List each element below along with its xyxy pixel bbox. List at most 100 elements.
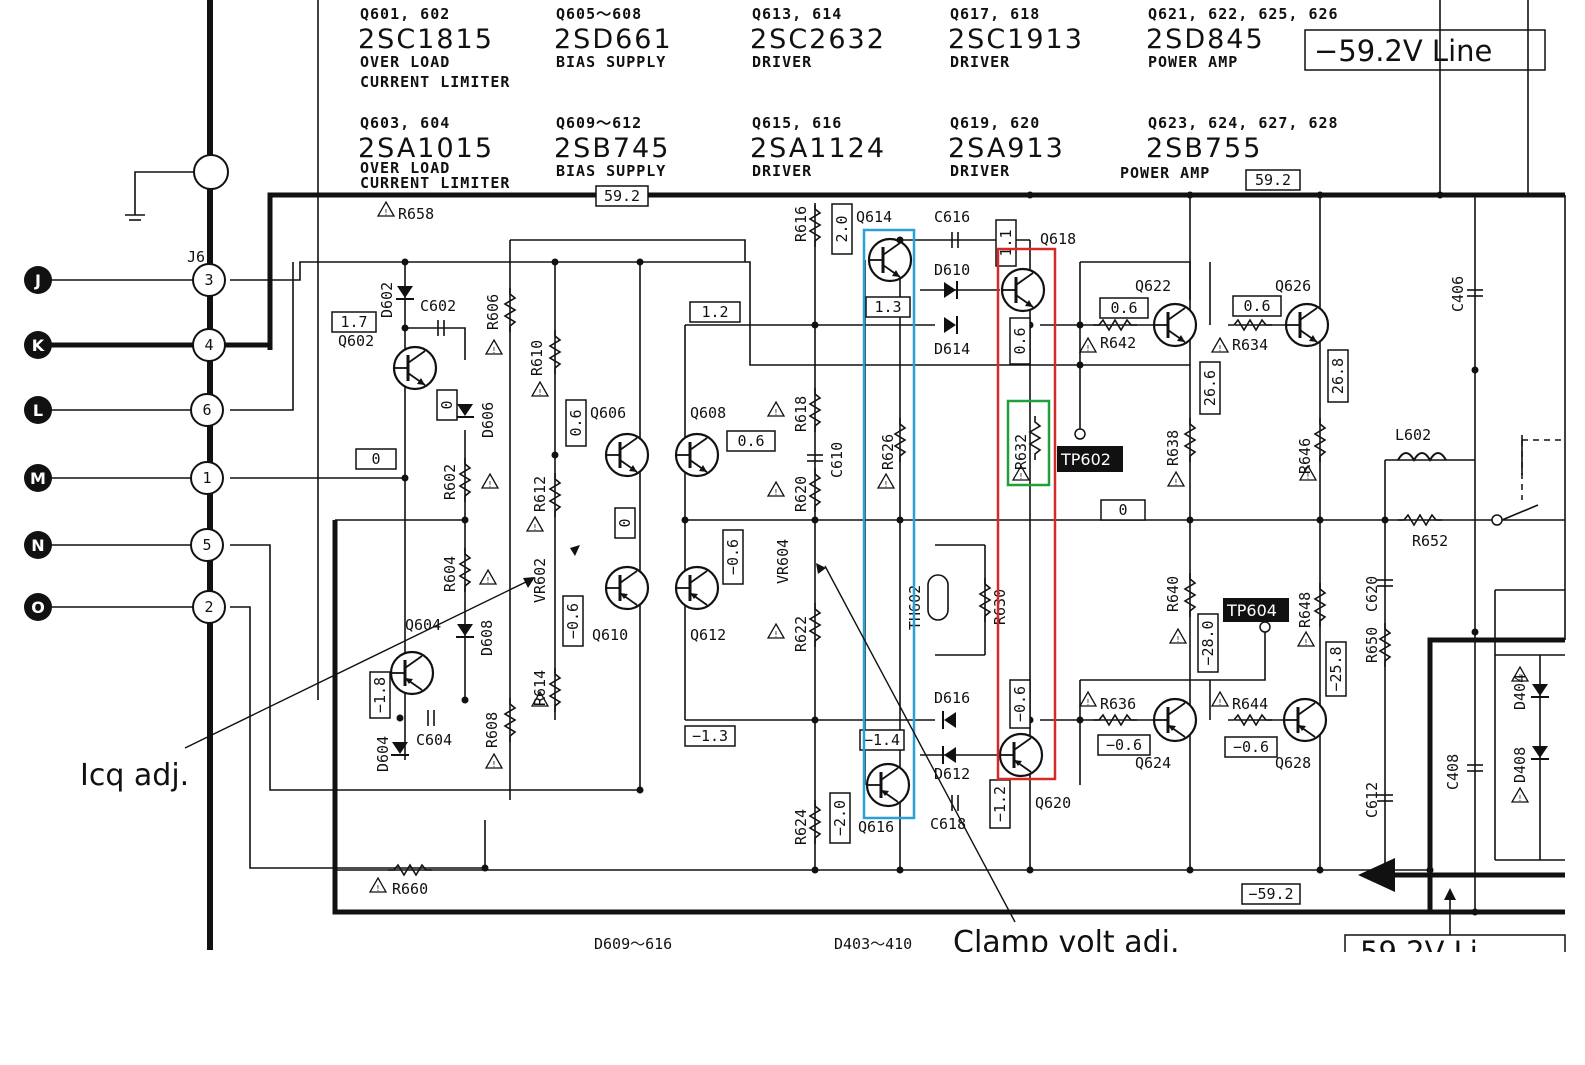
connector-o: O 2 <box>24 590 226 624</box>
transistor-table: Q601, 602 2SC1815 OVER LOAD CURRENT LIMI… <box>358 5 1339 192</box>
svg-text:4: 4 <box>204 336 213 354</box>
svg-text:R618: R618 <box>792 396 810 432</box>
svg-text:−59.2: −59.2 <box>1248 885 1293 903</box>
transistor-q604 <box>389 650 435 696</box>
svg-text:R626: R626 <box>879 434 897 470</box>
connector-n: N 5 <box>24 528 224 562</box>
svg-text:Q624: Q624 <box>1135 754 1171 772</box>
svg-text:0: 0 <box>371 450 380 468</box>
svg-text:C408: C408 <box>1444 754 1462 790</box>
tt-refs-5: Q603, 604 <box>360 114 450 132</box>
svg-text:C406: C406 <box>1449 276 1467 312</box>
tt-refs-9: Q623, 624, 627, 628 <box>1148 114 1339 132</box>
svg-text:1.2: 1.2 <box>701 303 728 321</box>
tt-role-7: DRIVER <box>752 162 812 180</box>
connector-j: J 3 <box>24 263 226 297</box>
diode-d404 <box>1530 683 1550 698</box>
highlight-blue-box <box>862 228 916 820</box>
tt-role-0: OVER LOAD <box>360 53 450 71</box>
tt-role-9: POWER AMP <box>1120 164 1210 182</box>
svg-text:R660: R660 <box>392 880 428 898</box>
svg-text:Q602: Q602 <box>338 332 374 350</box>
svg-text:−2.0: −2.0 <box>831 800 849 836</box>
transistor-q614 <box>867 237 913 283</box>
svg-text:−28.0: −28.0 <box>1199 620 1217 665</box>
transistor-q618 <box>1000 267 1046 313</box>
connector-m: M 1 <box>24 461 224 495</box>
svg-text:−1.8: −1.8 <box>371 677 389 713</box>
svg-text:59.2: 59.2 <box>1255 171 1291 189</box>
svg-text:2.0: 2.0 <box>833 215 851 242</box>
capacitor-c604 <box>427 710 435 726</box>
svg-text:L: L <box>33 401 43 420</box>
connector-l: L 6 <box>24 393 224 427</box>
svg-text:3: 3 <box>204 271 213 289</box>
svg-text:C604: C604 <box>416 731 452 749</box>
svg-text:K: K <box>32 336 45 355</box>
capacitor-c616 <box>951 232 959 248</box>
svg-text:R602: R602 <box>441 464 459 500</box>
svg-text:0.6: 0.6 <box>1243 297 1270 315</box>
svg-text:M: M <box>30 469 46 488</box>
transistor-q628 <box>1282 697 1328 743</box>
svg-text:C612: C612 <box>1363 782 1381 818</box>
svg-text:6: 6 <box>202 401 211 419</box>
svg-text:C618: C618 <box>930 815 966 833</box>
svg-text:Q628: Q628 <box>1275 754 1311 772</box>
svg-text:R642: R642 <box>1100 334 1136 352</box>
svg-text:26.8: 26.8 <box>1329 358 1347 394</box>
svg-text:−0.6: −0.6 <box>724 539 742 575</box>
transistor-q612 <box>674 565 720 611</box>
connector-block-label: J6 <box>187 248 205 266</box>
tt-part-7: 2SA1124 <box>750 133 886 164</box>
svg-text:Q612: Q612 <box>690 626 726 644</box>
tt-part-0: 2SC1815 <box>358 24 494 55</box>
svg-text:C620: C620 <box>1363 576 1381 612</box>
svg-text:R622: R622 <box>792 616 810 652</box>
svg-text:R658: R658 <box>398 205 434 223</box>
diode-d610 <box>943 280 958 300</box>
note-d403-410: D403～410 <box>834 935 912 953</box>
svg-text:R616: R616 <box>792 206 810 242</box>
tt-part-4: 2SD845 <box>1146 24 1265 55</box>
voltage-labels: 59.2 59.2 1.7 2.0 1.1 1.2 0.6 0.6 1.3 0.… <box>331 169 1349 905</box>
svg-text:D606: D606 <box>479 402 497 438</box>
transistor-q616 <box>865 762 911 808</box>
transistor-q606 <box>604 432 650 478</box>
tt-part-5: 2SA1015 <box>358 133 494 164</box>
svg-text:−0.6: −0.6 <box>1106 736 1142 754</box>
inductor-l602 <box>1397 452 1447 463</box>
tt-part-1: 2SD661 <box>554 24 673 55</box>
svg-text:C616: C616 <box>934 208 970 226</box>
svg-text:L602: L602 <box>1395 426 1431 444</box>
tt-refs-1: Q605～608 <box>556 5 642 23</box>
svg-text:R634: R634 <box>1232 336 1268 354</box>
icq-pointer <box>184 579 531 749</box>
svg-text:D604: D604 <box>374 736 392 772</box>
svg-text:R612: R612 <box>531 476 549 512</box>
svg-text:VR604: VR604 <box>774 539 792 584</box>
svg-text:Q626: Q626 <box>1275 277 1311 295</box>
svg-text:D612: D612 <box>934 765 970 783</box>
testpoint-tp602 <box>1074 428 1086 440</box>
svg-text:−0.6: −0.6 <box>1011 686 1029 722</box>
connector-k: K 4 <box>24 328 226 362</box>
svg-text:−25.8: −25.8 <box>1327 646 1345 691</box>
testpoint-tp604 <box>1259 621 1271 633</box>
svg-text:R606: R606 <box>484 294 502 330</box>
svg-text:R644: R644 <box>1232 695 1268 713</box>
svg-text:−0.6: −0.6 <box>564 603 582 639</box>
svg-text:Q620: Q620 <box>1035 794 1071 812</box>
note-d609-616: D609～616 <box>594 935 672 953</box>
svg-text:J: J <box>34 271 41 290</box>
tt-role-8: DRIVER <box>950 162 1010 180</box>
svg-text:Q614: Q614 <box>856 208 892 226</box>
diode-d614 <box>943 315 958 335</box>
svg-text:−1.2: −1.2 <box>991 786 1009 822</box>
svg-text:Q606: Q606 <box>590 404 626 422</box>
tt-refs-0: Q601, 602 <box>360 5 450 23</box>
svg-text:R650: R650 <box>1363 627 1381 663</box>
icq-adj-label: Icq adj. <box>80 758 189 793</box>
transistor-q624 <box>1152 697 1198 743</box>
tt-part-9: 2SB755 <box>1146 133 1262 164</box>
